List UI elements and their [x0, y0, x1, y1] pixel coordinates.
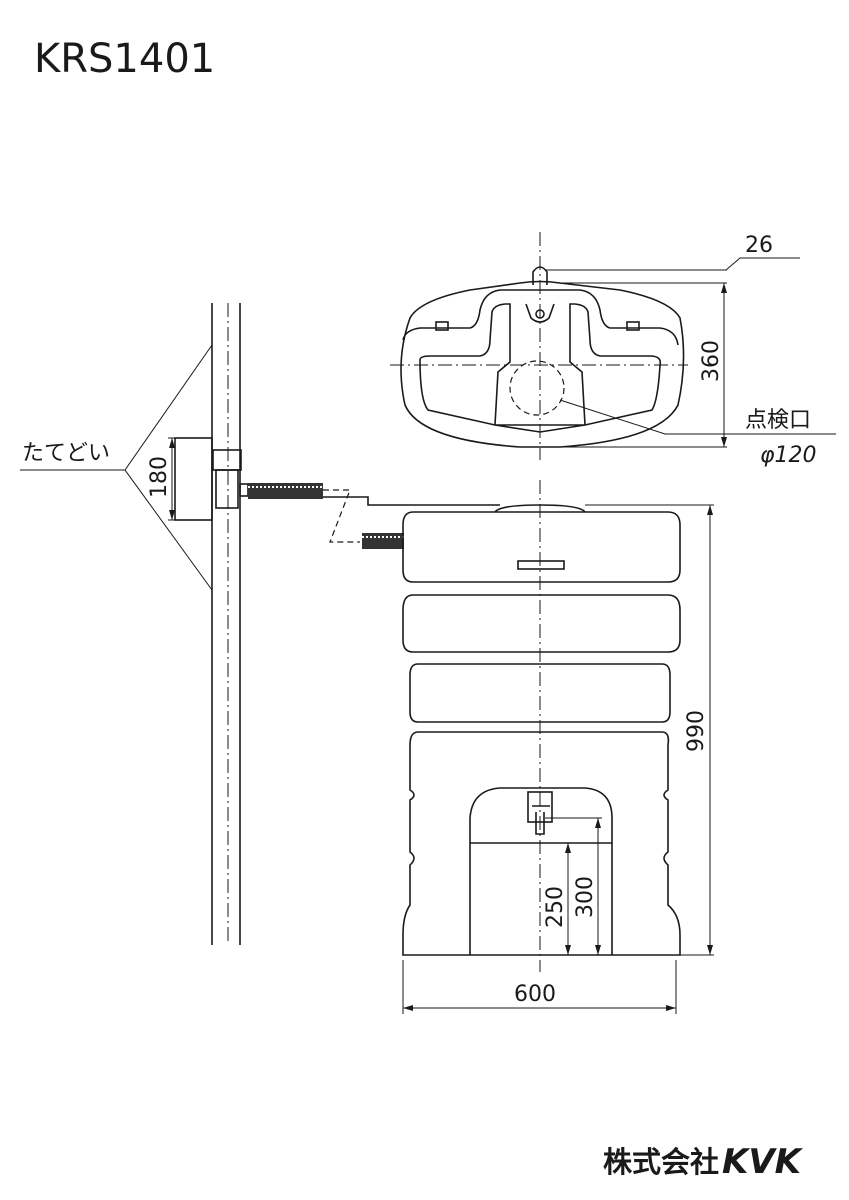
tank-top-outline — [400, 280, 685, 448]
tap — [527, 791, 553, 823]
dim-height: 990 — [684, 710, 709, 752]
logo-brand: KVK — [722, 1142, 804, 1182]
dim-tap-250: 250 — [543, 886, 568, 928]
downpipe: 180 たてどい — [20, 303, 500, 945]
top-view: 26 360 点検口 φ120 — [390, 232, 836, 468]
eyebolt — [532, 266, 548, 285]
inspection-port-label: 点検口 — [745, 408, 811, 433]
brand-plate — [517, 560, 565, 570]
tank-front: 990 250 300 600 — [402, 480, 714, 1014]
logo-company: 株式会社 — [603, 1145, 719, 1179]
dim-tap-300: 300 — [573, 876, 598, 918]
dim-bracket: 180 — [147, 456, 172, 498]
inspection-port-size: φ120 — [760, 443, 817, 468]
dim-eyebolt: 26 — [745, 233, 773, 258]
downpipe-label: たてどい — [22, 441, 110, 466]
company-logo: 株式会社 KVK — [603, 1142, 804, 1182]
inspection-port — [509, 360, 565, 416]
hose-upper — [248, 483, 323, 499]
model-title: KRS1401 — [34, 36, 215, 82]
dim-width: 600 — [514, 982, 556, 1007]
dim-depth: 360 — [699, 340, 724, 382]
hose-lower — [362, 533, 404, 549]
